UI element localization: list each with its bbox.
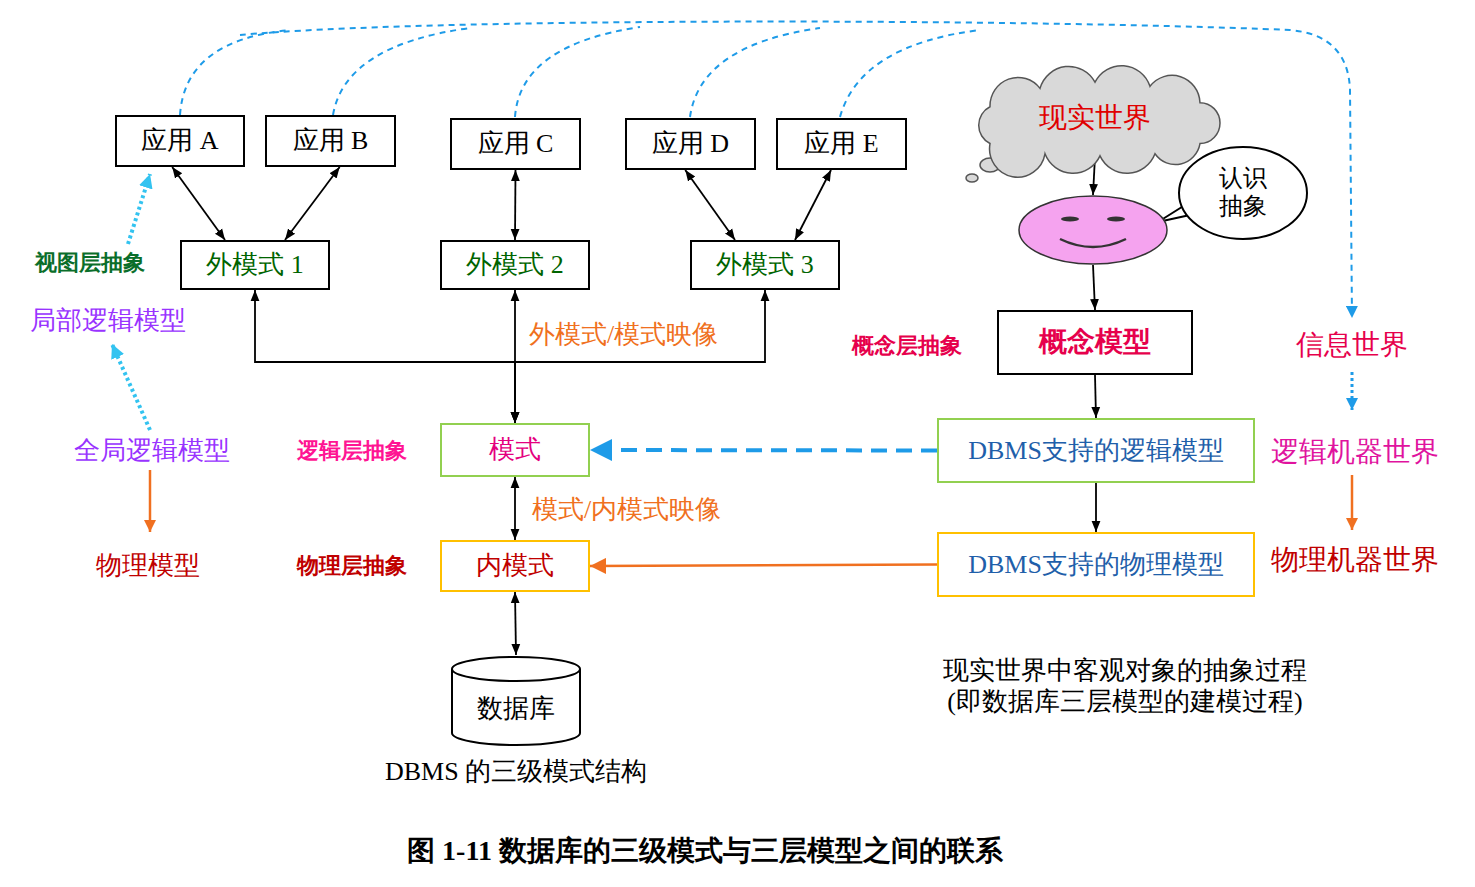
node-text: 应用 E	[804, 129, 878, 159]
thought-dot	[966, 174, 978, 182]
app-box: 应用 E	[776, 118, 907, 170]
connector	[1095, 483, 1097, 532]
schema-box: 模式	[440, 423, 590, 477]
dashed-link	[180, 30, 290, 115]
concept-level-label: 概念层抽象	[852, 333, 962, 359]
node-text: 内模式	[476, 551, 554, 581]
physical-label: 物理模型	[96, 550, 200, 581]
orange-arrow	[149, 470, 152, 532]
node-text: 概念模型	[1039, 326, 1151, 358]
logic-level-label: 逻辑层抽象	[297, 438, 407, 464]
face-smile	[1060, 239, 1126, 247]
dashed-link	[240, 22, 1352, 318]
physical-machine-label: 物理机器世界	[1271, 543, 1439, 577]
dotted-arrow	[128, 174, 150, 244]
connector	[590, 448, 937, 453]
connector	[1093, 265, 1095, 310]
dashed-link	[840, 30, 980, 117]
info-world-label: 信息世界	[1296, 328, 1408, 362]
mapping-label: 模式/内模式映像	[530, 494, 723, 525]
node-text: 数据库	[477, 694, 555, 724]
node-text: 外模式 2	[466, 250, 564, 280]
logic-machine-label: 逻辑机器世界	[1271, 435, 1439, 469]
dashed-link	[515, 27, 640, 117]
connector	[1095, 375, 1096, 418]
external-schema-box: 外模式 2	[440, 240, 590, 290]
global-logic-label: 全局逻辑模型	[74, 435, 230, 466]
physical-model-box: DBMS支持的物理模型	[937, 532, 1255, 597]
node-text: 外模式 1	[206, 250, 304, 280]
connector	[172, 167, 225, 240]
connector	[514, 477, 516, 540]
connector	[514, 170, 516, 240]
top-dashed-links	[180, 22, 1352, 318]
view-level-label: 视图层抽象	[35, 250, 145, 276]
cylinder-top	[452, 657, 580, 681]
structure-caption: DBMS 的三级模式结构	[385, 756, 647, 787]
dashed-link	[333, 28, 470, 115]
external-schema-box: 外模式 1	[180, 240, 330, 290]
connector	[515, 290, 765, 423]
figure-caption: 图 1-11 数据库的三级模式与三层模型之间的联系	[407, 834, 1003, 868]
real-world-cloud: 现实世界	[960, 72, 1230, 164]
face-eye	[1107, 217, 1125, 222]
external-schema-box: 外模式 3	[690, 240, 840, 290]
connector	[590, 565, 937, 567]
dotted-arrow	[1351, 372, 1354, 410]
node-text: 应用 B	[293, 126, 369, 156]
connector	[795, 170, 831, 240]
connector	[285, 167, 340, 240]
node-text: 应用 D	[652, 129, 729, 159]
local-logic-label: 局部逻辑模型	[30, 305, 186, 336]
physical-level-label: 物理层抽象	[297, 553, 407, 579]
node-text: 应用 C	[478, 129, 554, 159]
dotted-arrow	[112, 344, 150, 430]
orange-arrow	[1351, 475, 1354, 530]
logical-model-box: DBMS支持的逻辑模型	[937, 418, 1255, 483]
concept-model-box: 概念模型	[997, 310, 1193, 375]
node-text: DBMS支持的物理模型	[968, 550, 1224, 580]
face-eye	[1061, 217, 1079, 222]
connector	[685, 170, 735, 240]
connector	[515, 592, 516, 655]
bubble-join	[1184, 201, 1194, 214]
face-outline	[1018, 195, 1168, 265]
bubble-text: 认识 抽象	[1217, 165, 1269, 220]
bubble-outline	[1179, 147, 1307, 239]
node-text: 模式	[489, 435, 541, 465]
node-text: 外模式 3	[716, 250, 814, 280]
node-text: 现实世界	[1039, 102, 1151, 134]
app-box: 应用 A	[115, 115, 245, 167]
node-text: 应用 A	[141, 126, 218, 156]
database-cylinder: 数据库	[450, 655, 582, 747]
internal-schema-box: 内模式	[440, 540, 590, 592]
mapping-label: 外模式/模式映像	[527, 319, 720, 350]
app-box: 应用 D	[625, 118, 756, 170]
connector	[255, 290, 515, 423]
process-caption: 现实世界中客观对象的抽象过程 (即数据库三层模型的建模过程)	[890, 655, 1360, 717]
person-face: 认识 抽象	[1018, 195, 1168, 265]
app-box: 应用 B	[265, 115, 396, 167]
app-box: 应用 C	[450, 118, 581, 170]
dashed-link	[690, 28, 820, 117]
cloud-shape	[979, 66, 1220, 178]
face-outline	[1019, 196, 1167, 264]
node-text: DBMS支持的逻辑模型	[968, 436, 1224, 466]
